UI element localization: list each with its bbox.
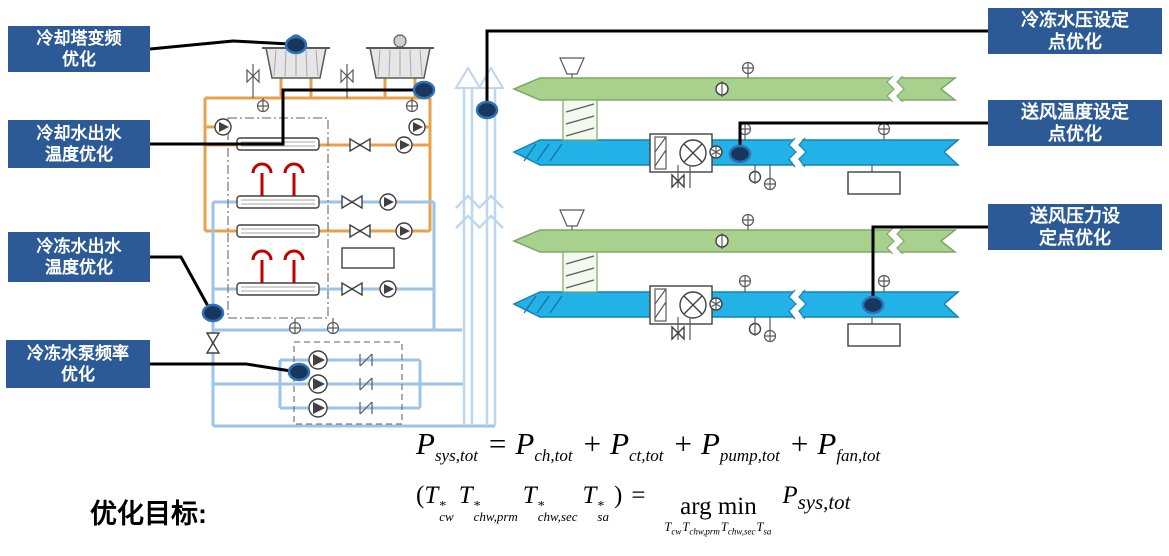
formula-term: Pch,tot — [515, 426, 573, 466]
leader-line — [149, 39, 291, 51]
callout-line: 冷冻水压设定 — [1021, 10, 1129, 30]
ahu-fan-section — [649, 133, 713, 173]
riser-ducts — [454, 66, 505, 426]
formula-term: Ppump,tot — [700, 426, 780, 466]
callout-chw-pressure-setpoint: 冷冻水压设定 点优化 — [988, 8, 1162, 54]
chiller-enclosure — [227, 117, 329, 319]
formula-argmin: ( T*cw T*chw,prm T*chw,sec T*sa ) = arg … — [416, 482, 882, 536]
filter-icon — [654, 136, 667, 170]
formula-term: Pct,tot — [610, 426, 664, 466]
operator: + — [790, 426, 809, 461]
operator: = — [631, 482, 646, 510]
paren-open: ( — [416, 482, 425, 510]
marker-ellipse — [287, 362, 311, 382]
vav-box — [847, 165, 901, 195]
leader-line — [738, 121, 988, 146]
formula-total-power: Psys,tot = Pch,tot + Pct,tot + Ppump,tot… — [416, 426, 882, 466]
callout-chilled-water-outlet-temp: 冷冻水出水 温度优化 — [8, 232, 150, 282]
callout-cooling-tower-vfd: 冷却塔变频 优化 — [8, 26, 150, 72]
leader-line — [150, 88, 415, 146]
marker-ellipse — [201, 303, 225, 323]
formula-term: T*chw,prm — [458, 482, 518, 525]
valve-icon — [205, 137, 371, 354]
callout-line: 点优化 — [1048, 124, 1102, 144]
leader-line — [871, 225, 988, 297]
callout-chilled-water-pump-frequency: 冷冻水泵频率 优化 — [6, 340, 150, 388]
fan-icon — [709, 145, 723, 159]
coil-valve — [671, 165, 691, 189]
operator: = — [488, 426, 507, 461]
ahu-unit-lower — [514, 210, 958, 346]
leader-lines — [149, 29, 988, 373]
damper-icon — [715, 81, 729, 97]
callout-line: 冷却水出水 — [36, 124, 122, 143]
marker-ellipse — [284, 35, 308, 55]
control-panel — [341, 247, 395, 269]
damper-louvers — [565, 103, 595, 137]
operator: + — [583, 426, 602, 461]
paren-close: ) — [613, 482, 623, 510]
ahu-unit-upper — [512, 57, 961, 195]
callout-line: 冷却塔变频 — [36, 29, 122, 48]
damper-icon — [748, 165, 762, 184]
sensor-icon — [738, 61, 891, 191]
leader-line — [485, 29, 988, 102]
callout-supply-air-pressure-setpoint: 送风压力设 定点优化 — [988, 204, 1162, 250]
callout-line: 冷冻水出水 — [36, 237, 122, 256]
riser-arrow-icon — [477, 66, 505, 89]
operator: + — [674, 426, 692, 461]
callout-supply-air-temp-setpoint: 送风温度设定 点优化 — [988, 100, 1162, 146]
callout-line: 温度优化 — [45, 145, 113, 164]
intake-damper — [523, 143, 563, 162]
callout-line: 温度优化 — [45, 258, 113, 277]
leader-line — [150, 362, 292, 373]
formula-term: T*cw — [424, 482, 454, 525]
chiller-icon — [236, 224, 320, 296]
pump-icon — [214, 118, 426, 298]
pump-icon — [308, 350, 328, 418]
leader-line — [150, 255, 211, 309]
callout-line: 定点优化 — [1039, 228, 1111, 248]
formula-term: Psys,tot — [782, 482, 851, 515]
formula-term: Pfan,tot — [817, 426, 881, 466]
callout-line: 优化 — [61, 365, 95, 384]
objective-label: 优化目标: — [90, 499, 207, 529]
valve-icon — [246, 64, 354, 98]
riser-arrow-icon — [454, 66, 482, 89]
check-valve-icon — [359, 353, 373, 415]
cooling-water-pipes — [203, 78, 432, 233]
marker-ellipse — [861, 295, 885, 315]
formula-term: T*chw,sec — [522, 482, 578, 525]
flow-chevrons — [455, 194, 504, 229]
callout-line: 优化 — [62, 50, 96, 69]
return-air-duct — [512, 77, 958, 101]
optimization-formulas: Psys,tot = Pch,tot + Pct,tot + Ppump,tot… — [416, 426, 882, 536]
sensor-icon — [256, 98, 419, 335]
callout-line: 冷冻水泵频率 — [27, 344, 129, 363]
callout-cooling-water-outlet-temp: 冷却水出水 温度优化 — [8, 120, 150, 168]
marker-ellipse — [728, 144, 752, 164]
callout-line: 点优化 — [1048, 32, 1102, 52]
argmin-operator: arg min Tcw Tchw,prm Tchw,sec Tsa — [664, 493, 772, 537]
chilled-water-pipes — [211, 200, 495, 428]
cooling-tower-icon — [366, 34, 434, 79]
marker-ellipse — [475, 100, 499, 120]
formula-term: T*sa — [582, 482, 609, 525]
argmin-subscript: Tcw Tchw,prm Tchw,sec Tsa — [664, 520, 772, 537]
marker-ellipses — [201, 35, 885, 382]
formula-term: Psys,tot — [416, 426, 478, 466]
callout-line: 送风温度设定 — [1021, 102, 1129, 122]
exhaust-outlet-icon — [559, 57, 585, 75]
chiller-icon — [236, 137, 320, 209]
marker-ellipse — [412, 80, 436, 100]
callout-line: 送风压力设 — [1030, 206, 1120, 226]
secondary-pump-group — [293, 341, 403, 425]
